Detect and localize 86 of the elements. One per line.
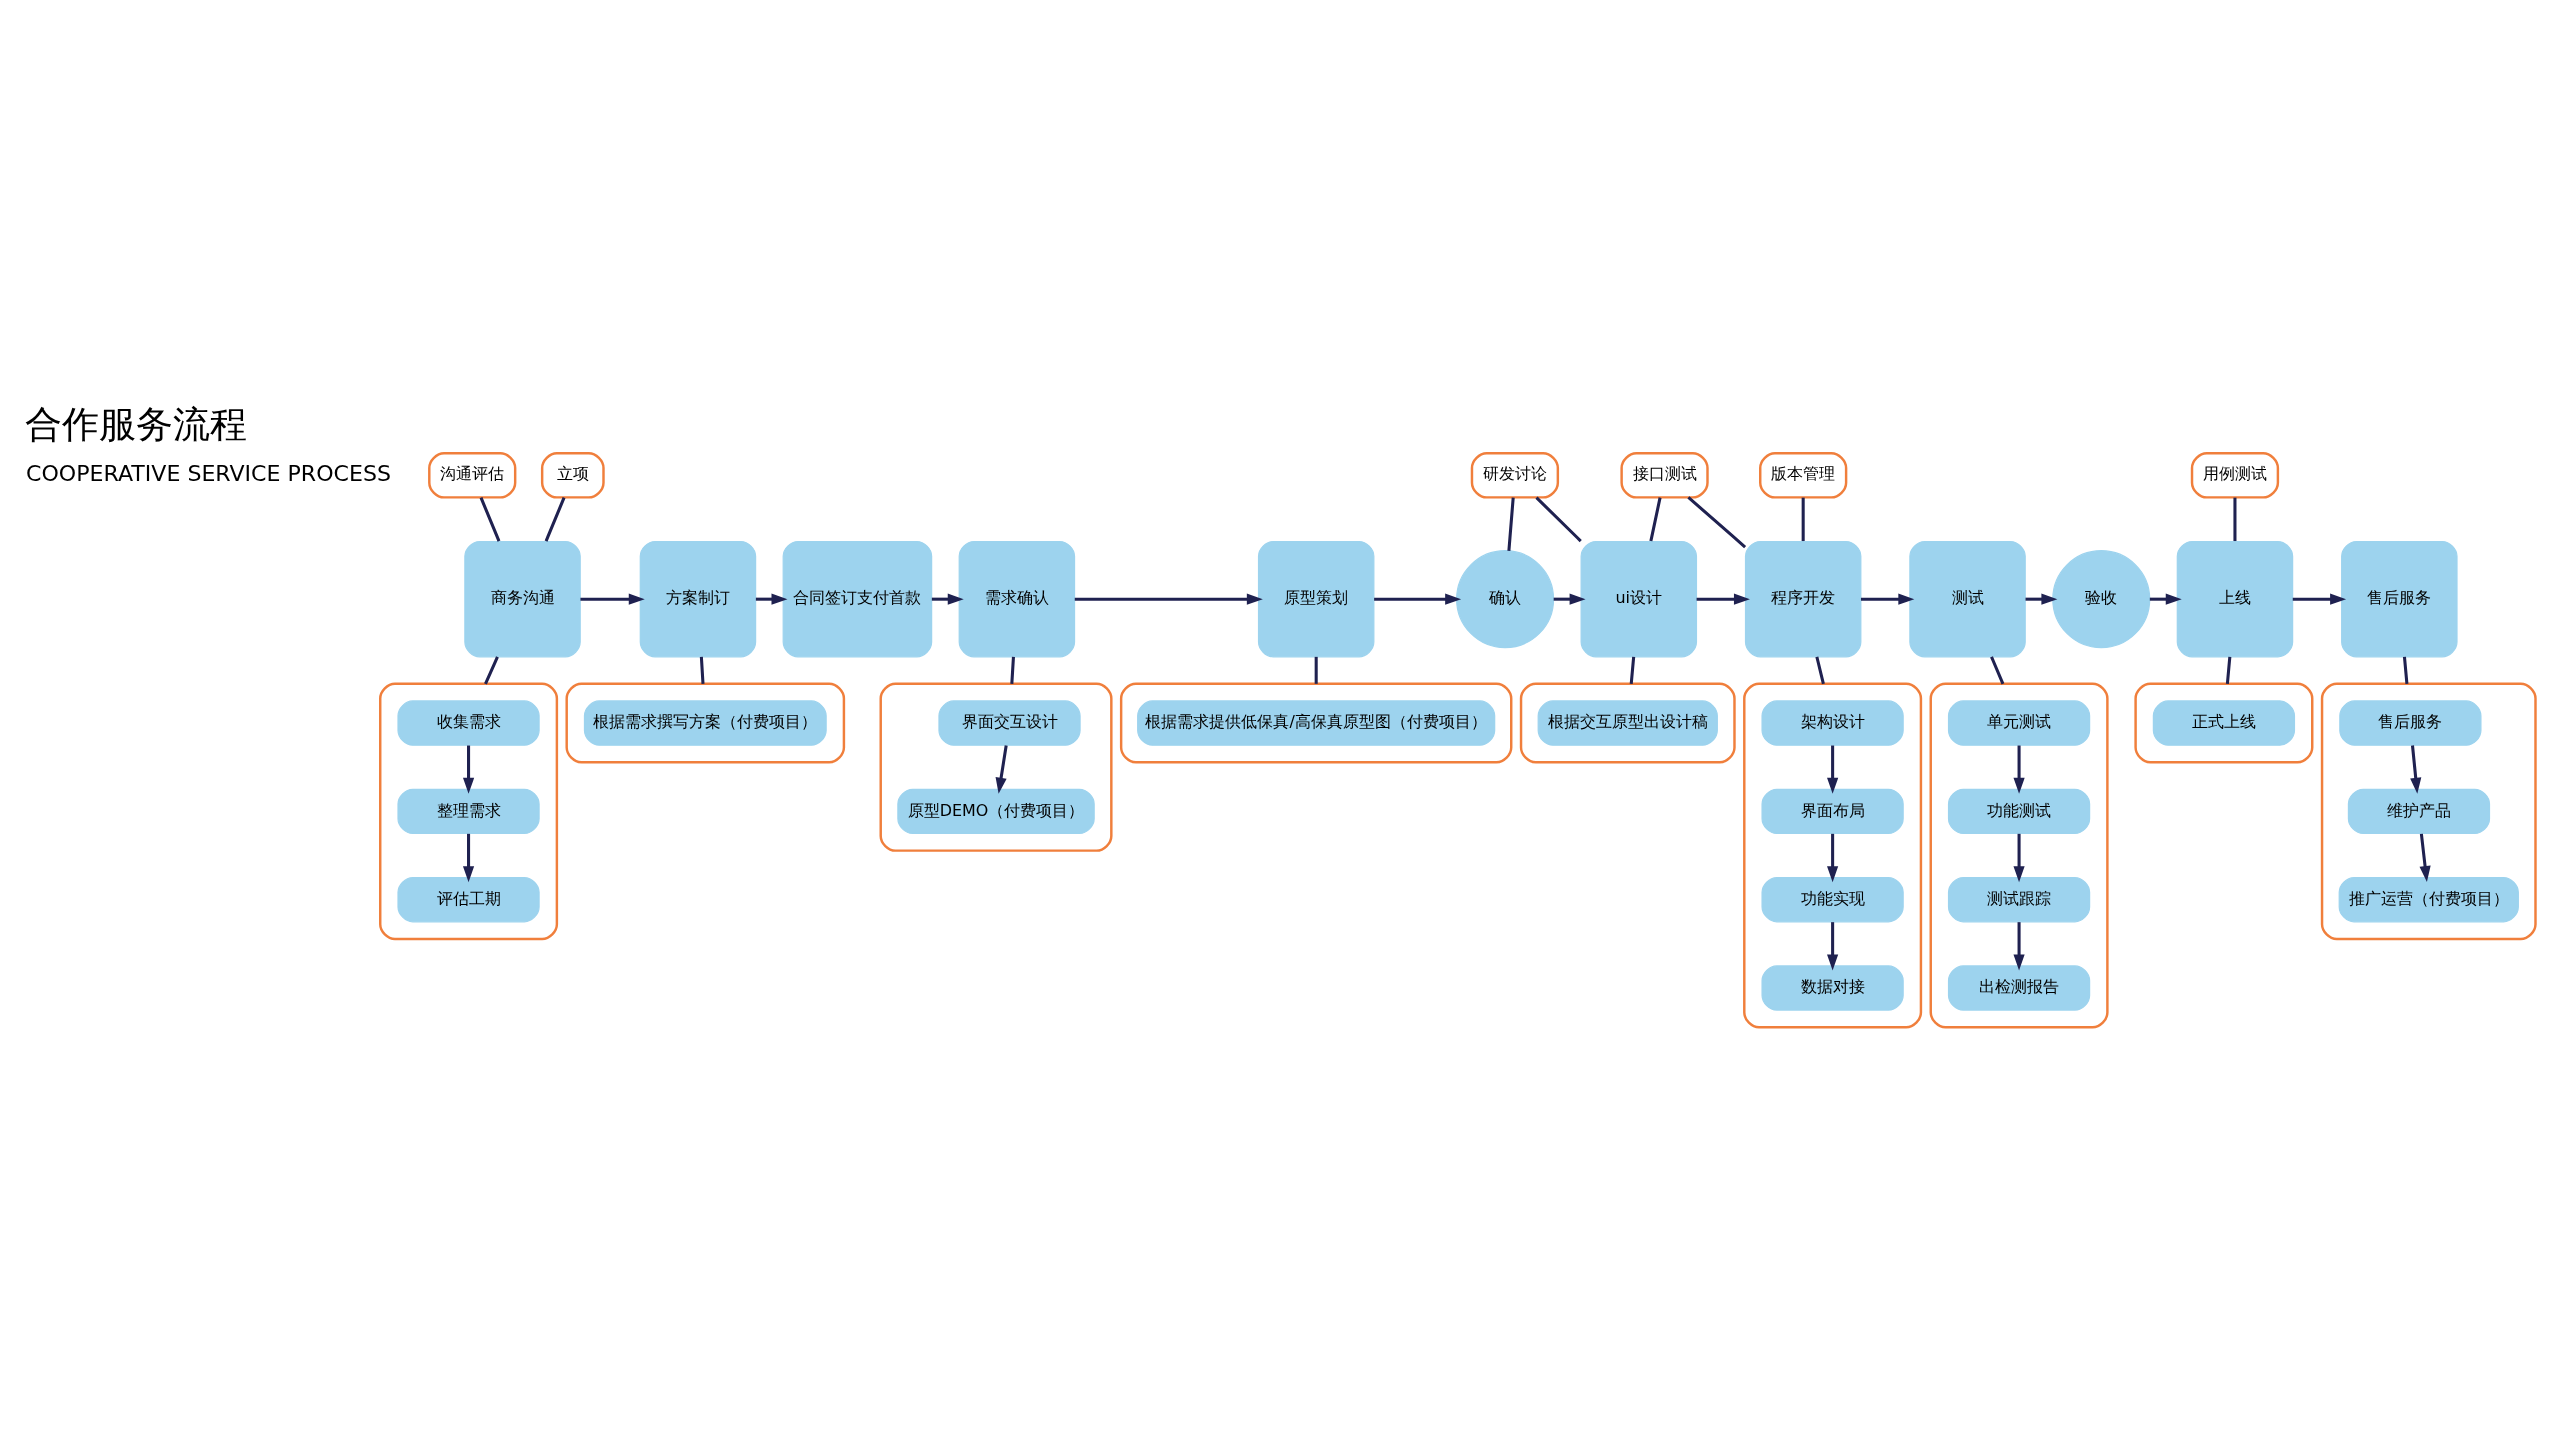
connector (2402, 656, 2409, 684)
node-box: 接口测试 (1620, 451, 1709, 499)
connector (1629, 656, 1636, 684)
diagram-title: 合作服务流程 (24, 403, 247, 447)
node-box: 根据需求提供低保真/高保真原型图（付费项目） (1137, 700, 1496, 746)
node-box: 测试 (1909, 540, 2026, 658)
node-box: 数据对接 (1761, 965, 1904, 1011)
node-circle: 验收 (2052, 550, 2151, 649)
connector (699, 656, 705, 684)
node-box: 方案制订 (639, 540, 757, 658)
node-box: 立项 (540, 451, 605, 499)
connector (1687, 496, 1747, 549)
node-box: 界面交互设计 (938, 700, 1081, 746)
connector (1010, 656, 1015, 684)
node-box: 评估工期 (397, 877, 540, 923)
cluster (2320, 682, 2537, 941)
arrow (2013, 745, 2025, 794)
connector (1649, 497, 1662, 542)
connector (484, 656, 499, 685)
cluster (1929, 682, 2109, 1029)
node-box: 售后服务 (2339, 700, 2482, 746)
node-box: 测试跟踪 (1947, 877, 2091, 923)
arrow (1827, 745, 1839, 794)
connector (1314, 656, 1318, 684)
cluster (2134, 682, 2314, 764)
node-box: 沟通评估 (428, 451, 517, 499)
connector (479, 497, 501, 542)
node-box: 架构设计 (1761, 700, 1904, 746)
node-box: 界面布局 (1761, 788, 1904, 835)
cluster (1519, 682, 1736, 764)
node-box: 售后服务 (2341, 540, 2458, 658)
node-box: 功能测试 (1947, 788, 2091, 835)
cluster (565, 682, 846, 764)
node-box: 用例测试 (2190, 451, 2280, 499)
arrow (2292, 593, 2347, 605)
arrow (995, 745, 1008, 794)
connector (2233, 497, 2237, 542)
cluster (1743, 682, 1923, 1029)
node-box: 需求确认 (958, 540, 1076, 658)
arrow (1374, 593, 1462, 605)
connector (1990, 656, 2005, 685)
node-box: 合同签订支付首款 (782, 540, 933, 658)
node-box: 功能实现 (1761, 877, 1904, 923)
connector (1535, 496, 1582, 543)
node-box: ui设计 (1580, 540, 1698, 658)
node-box: 出检测报告 (1947, 965, 2091, 1011)
node-box: 正式上线 (2152, 700, 2296, 746)
cluster (1119, 682, 1513, 764)
arrow (1696, 593, 1750, 605)
cluster (379, 682, 559, 941)
node-box: 根据交互原型出设计稿 (1537, 700, 1718, 746)
connector (1801, 497, 1805, 542)
node-box: 根据需求撰写方案（付费项目） (583, 700, 827, 746)
node-box: 推广运营（付费项目） (2338, 877, 2519, 923)
arrow (1827, 833, 1839, 883)
node-box: 整理需求 (397, 788, 540, 835)
arrow (462, 833, 475, 883)
connector (544, 497, 566, 542)
connector (1507, 497, 1515, 551)
arrow (1553, 593, 1586, 605)
node-box: 上线 (2176, 540, 2294, 658)
arrow (2410, 745, 2422, 794)
arrow (2149, 593, 2182, 605)
label: COOPERATIVE SERVICE PROCESS (26, 460, 391, 486)
node-box: 维护产品 (2347, 788, 2491, 835)
node-box: 研发讨论 (1470, 451, 1560, 499)
arrow (1074, 593, 1263, 605)
node-box: 原型策划 (1257, 540, 1375, 658)
node-box: 版本管理 (1759, 451, 1848, 499)
connector (1815, 656, 1825, 685)
cluster (879, 682, 1113, 852)
arrow (580, 593, 645, 605)
node-box: 程序开发 (1744, 540, 1862, 658)
node-circle: 确认 (1456, 550, 1555, 649)
arrow (2419, 833, 2431, 883)
node-box: 商务沟通 (464, 540, 581, 658)
arrow (2013, 833, 2025, 883)
arrow (2013, 922, 2025, 971)
arrow (931, 593, 964, 605)
arrow (1827, 922, 1839, 971)
connector (2225, 656, 2232, 684)
node-box: 单元测试 (1947, 700, 2091, 746)
arrow (1860, 593, 1915, 605)
node-box: 收集需求 (397, 700, 540, 746)
node-box: 原型DEMO（付费项目） (897, 788, 1095, 835)
arrow (462, 745, 475, 794)
